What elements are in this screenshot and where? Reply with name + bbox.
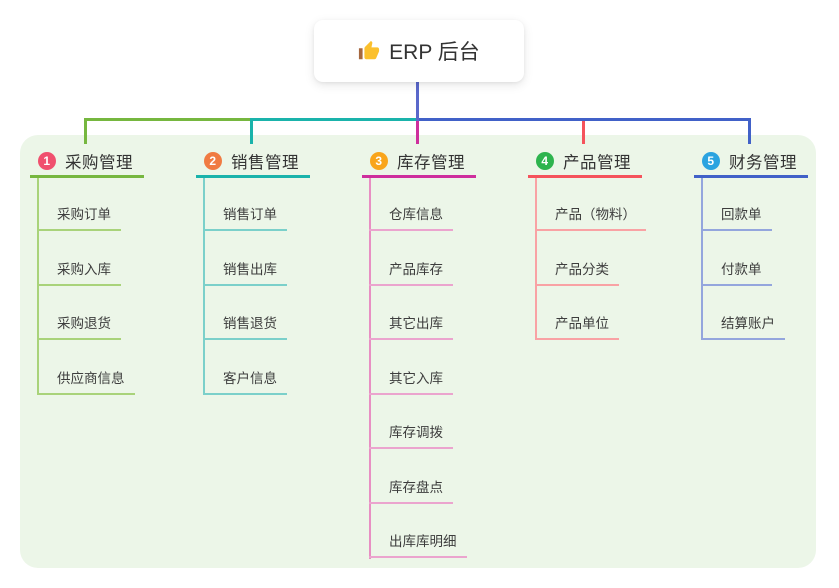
connector-bus-green-segment [84,118,253,121]
branch-1-underline [30,175,144,178]
branch-5-underline [694,175,808,178]
leaf-node[interactable]: 采购入库 [37,261,121,286]
branch-node-inventory[interactable]: 3 库存管理 [370,149,465,173]
leaf-node[interactable]: 回款单 [701,206,772,231]
branch-5-badge: 5 [702,152,720,170]
leaf-node[interactable]: 销售订单 [203,206,287,231]
leaf-node[interactable]: 销售出库 [203,261,287,286]
branch-1-badge: 1 [38,152,56,170]
leaf-node[interactable]: 出库库明细 [369,533,467,558]
branch-1-connector-drop [84,118,87,144]
branch-2-sub-connector [203,178,205,395]
leaf-node[interactable]: 库存调拨 [369,424,453,449]
branch-2-badge: 2 [204,152,222,170]
leaf-node[interactable]: 采购退货 [37,315,121,340]
leaf-node[interactable]: 产品单位 [535,315,619,340]
branch-4-badge: 4 [536,152,554,170]
branch-2-label: 销售管理 [231,154,299,172]
branch-3-connector-drop [416,118,419,144]
branch-5-connector-drop [748,118,751,144]
branch-3-label: 库存管理 [397,154,465,172]
root-node-erp[interactable]: ERP 后台 [314,20,524,82]
leaf-node[interactable]: 采购订单 [37,206,121,231]
branch-1-sub-connector [37,178,39,395]
branch-3-sub-connector [369,178,371,559]
branch-4-connector-drop [582,118,585,144]
mindmap-canvas-panel [20,135,816,568]
leaf-node[interactable]: 其它出库 [369,315,453,340]
branch-5-sub-connector [701,178,703,340]
leaf-node[interactable]: 产品分类 [535,261,619,286]
branch-4-label: 产品管理 [563,154,631,172]
branch-node-purchase[interactable]: 1 采购管理 [38,149,133,173]
leaf-node[interactable]: 供应商信息 [37,370,135,395]
branch-3-badge: 3 [370,152,388,170]
leaf-node[interactable]: 产品（物料） [535,206,646,231]
leaf-node[interactable]: 仓库信息 [369,206,453,231]
root-node-title: ERP 后台 [389,41,480,64]
leaf-node[interactable]: 产品库存 [369,261,453,286]
thumbs-up-icon [359,40,380,60]
branch-1-label: 采购管理 [65,154,133,172]
branch-node-product[interactable]: 4 产品管理 [536,149,631,173]
leaf-node[interactable]: 客户信息 [203,370,287,395]
leaf-node[interactable]: 其它入库 [369,370,453,395]
branch-5-label: 财务管理 [729,154,797,172]
branch-4-underline [528,175,642,178]
connector-bus-teal-segment [250,118,419,121]
branch-node-finance[interactable]: 5 财务管理 [702,149,797,173]
leaf-node[interactable]: 销售退货 [203,315,287,340]
connector-bus-blue-segment [416,118,751,121]
branch-2-underline [196,175,310,178]
branch-3-underline [362,175,476,178]
leaf-node[interactable]: 付款单 [701,261,772,286]
leaf-node[interactable]: 库存盘点 [369,479,453,504]
branch-node-sales[interactable]: 2 销售管理 [204,149,299,173]
root-connector-stem [416,82,419,121]
branch-4-sub-connector [535,178,537,340]
branch-2-connector-drop [250,118,253,144]
leaf-node[interactable]: 结算账户 [701,315,785,340]
